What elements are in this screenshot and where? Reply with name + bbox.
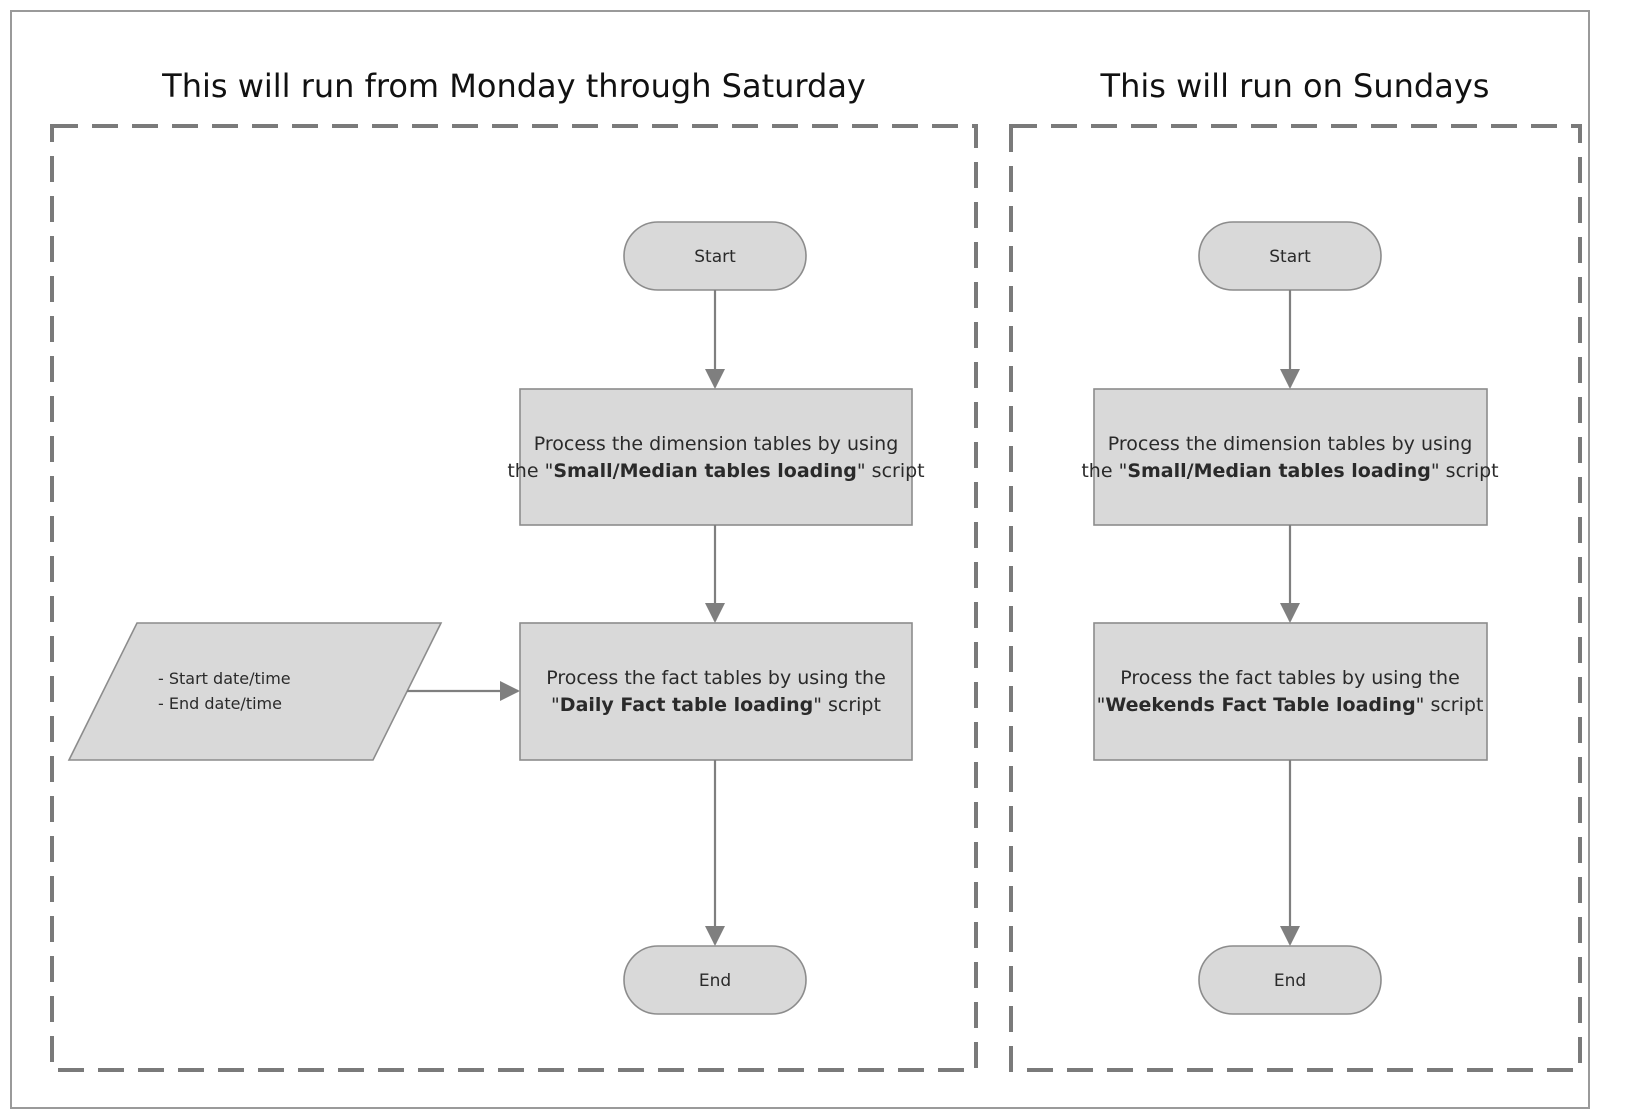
- sunday-end-label: End: [1274, 971, 1306, 991]
- weekday-lane-title: This will run from Monday through Saturd…: [161, 67, 866, 105]
- weekday-input-parallelogram: [67, 622, 443, 761]
- sunday-end-terminator: [1198, 945, 1382, 1015]
- weekday-end-label: End: [699, 971, 731, 991]
- sunday-fact-process-box: [1093, 622, 1488, 761]
- weekday-input-line2: - End date/time: [158, 694, 282, 713]
- sunday-lane-border: [1009, 124, 1582, 1072]
- weekday-lane-border: [50, 124, 978, 1072]
- weekday-dimension-line1: Process the dimension tables by using: [534, 433, 899, 455]
- weekday-dimension-line2: the "Small/Median tables loading" script: [507, 460, 924, 482]
- weekday-end-terminator: [623, 945, 807, 1015]
- sunday-fact-line2: "Weekends Fact Table loading" script: [1097, 694, 1484, 716]
- weekday-start-label: Start: [694, 247, 736, 267]
- sunday-dimension-line1: Process the dimension tables by using: [1108, 433, 1473, 455]
- weekday-input-line1: - Start date/time: [158, 669, 291, 688]
- weekday-fact-line2: "Daily Fact table loading" script: [551, 694, 881, 716]
- outer-frame: [10, 10, 1590, 1109]
- sunday-fact-line1: Process the fact tables by using the: [1120, 667, 1460, 689]
- weekday-fact-process-box: [519, 622, 913, 761]
- weekday-fact-line1: Process the fact tables by using the: [546, 667, 886, 689]
- sunday-start-label: Start: [1269, 247, 1311, 267]
- sunday-dimension-process-box: [1093, 388, 1488, 526]
- sunday-lane-title: This will run on Sundays: [1100, 67, 1490, 105]
- sunday-dimension-line2: the "Small/Median tables loading" script: [1081, 460, 1498, 482]
- weekday-dimension-process-box: [519, 388, 913, 526]
